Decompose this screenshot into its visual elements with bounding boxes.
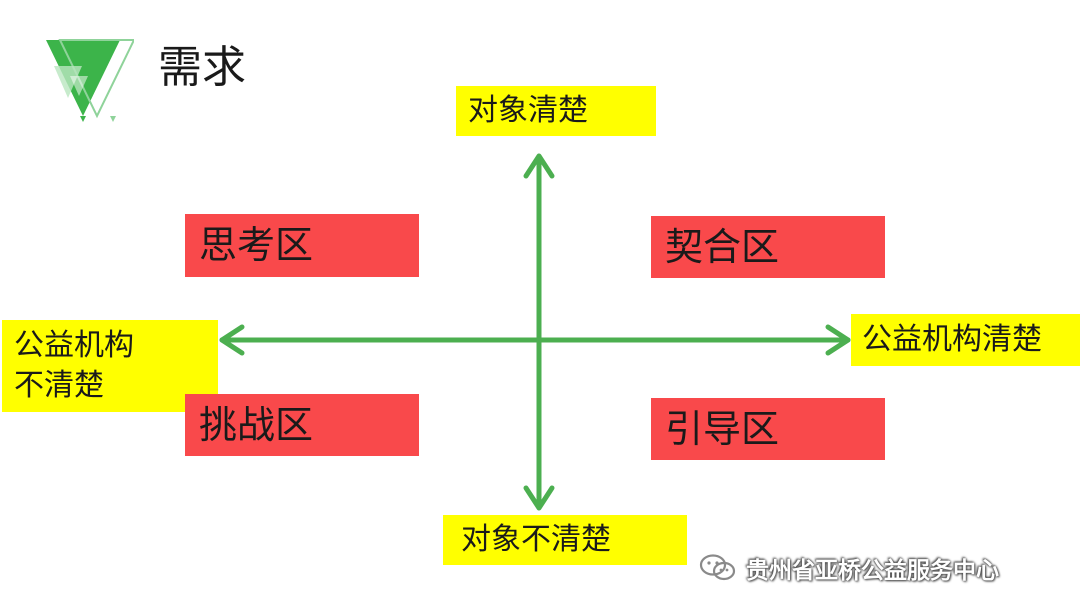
watermark: 贵州省亚桥公益服务中心 [698,550,999,586]
axis-label-left-line-2: 不清楚 [14,368,104,403]
arrow-right-icon [825,324,851,356]
triangle-logo-icon [46,39,134,122]
arrow-left-icon [219,324,245,356]
quadrant-guide: 引导区 [651,398,885,460]
quadrant-think: 思考区 [185,214,419,277]
axis-label-left: 公益机构 不清楚 [2,320,218,412]
arrow-up-icon [523,153,555,179]
watermark-text: 贵州省亚桥公益服务中心 [746,558,999,584]
wechat-icon [699,554,736,581]
quadrant-challenge: 挑战区 [185,394,419,456]
arrow-down-icon [523,485,555,511]
axis-label-top: 对象清楚 [456,86,656,136]
axis-label-right: 公益机构清楚 [851,314,1080,366]
slide-title: 需求 [158,42,246,93]
axis-label-bottom: 对象不清楚 [443,515,687,565]
quadrant-fit: 契合区 [651,216,885,278]
axis-label-left-line-1: 公益机构 [14,328,134,363]
